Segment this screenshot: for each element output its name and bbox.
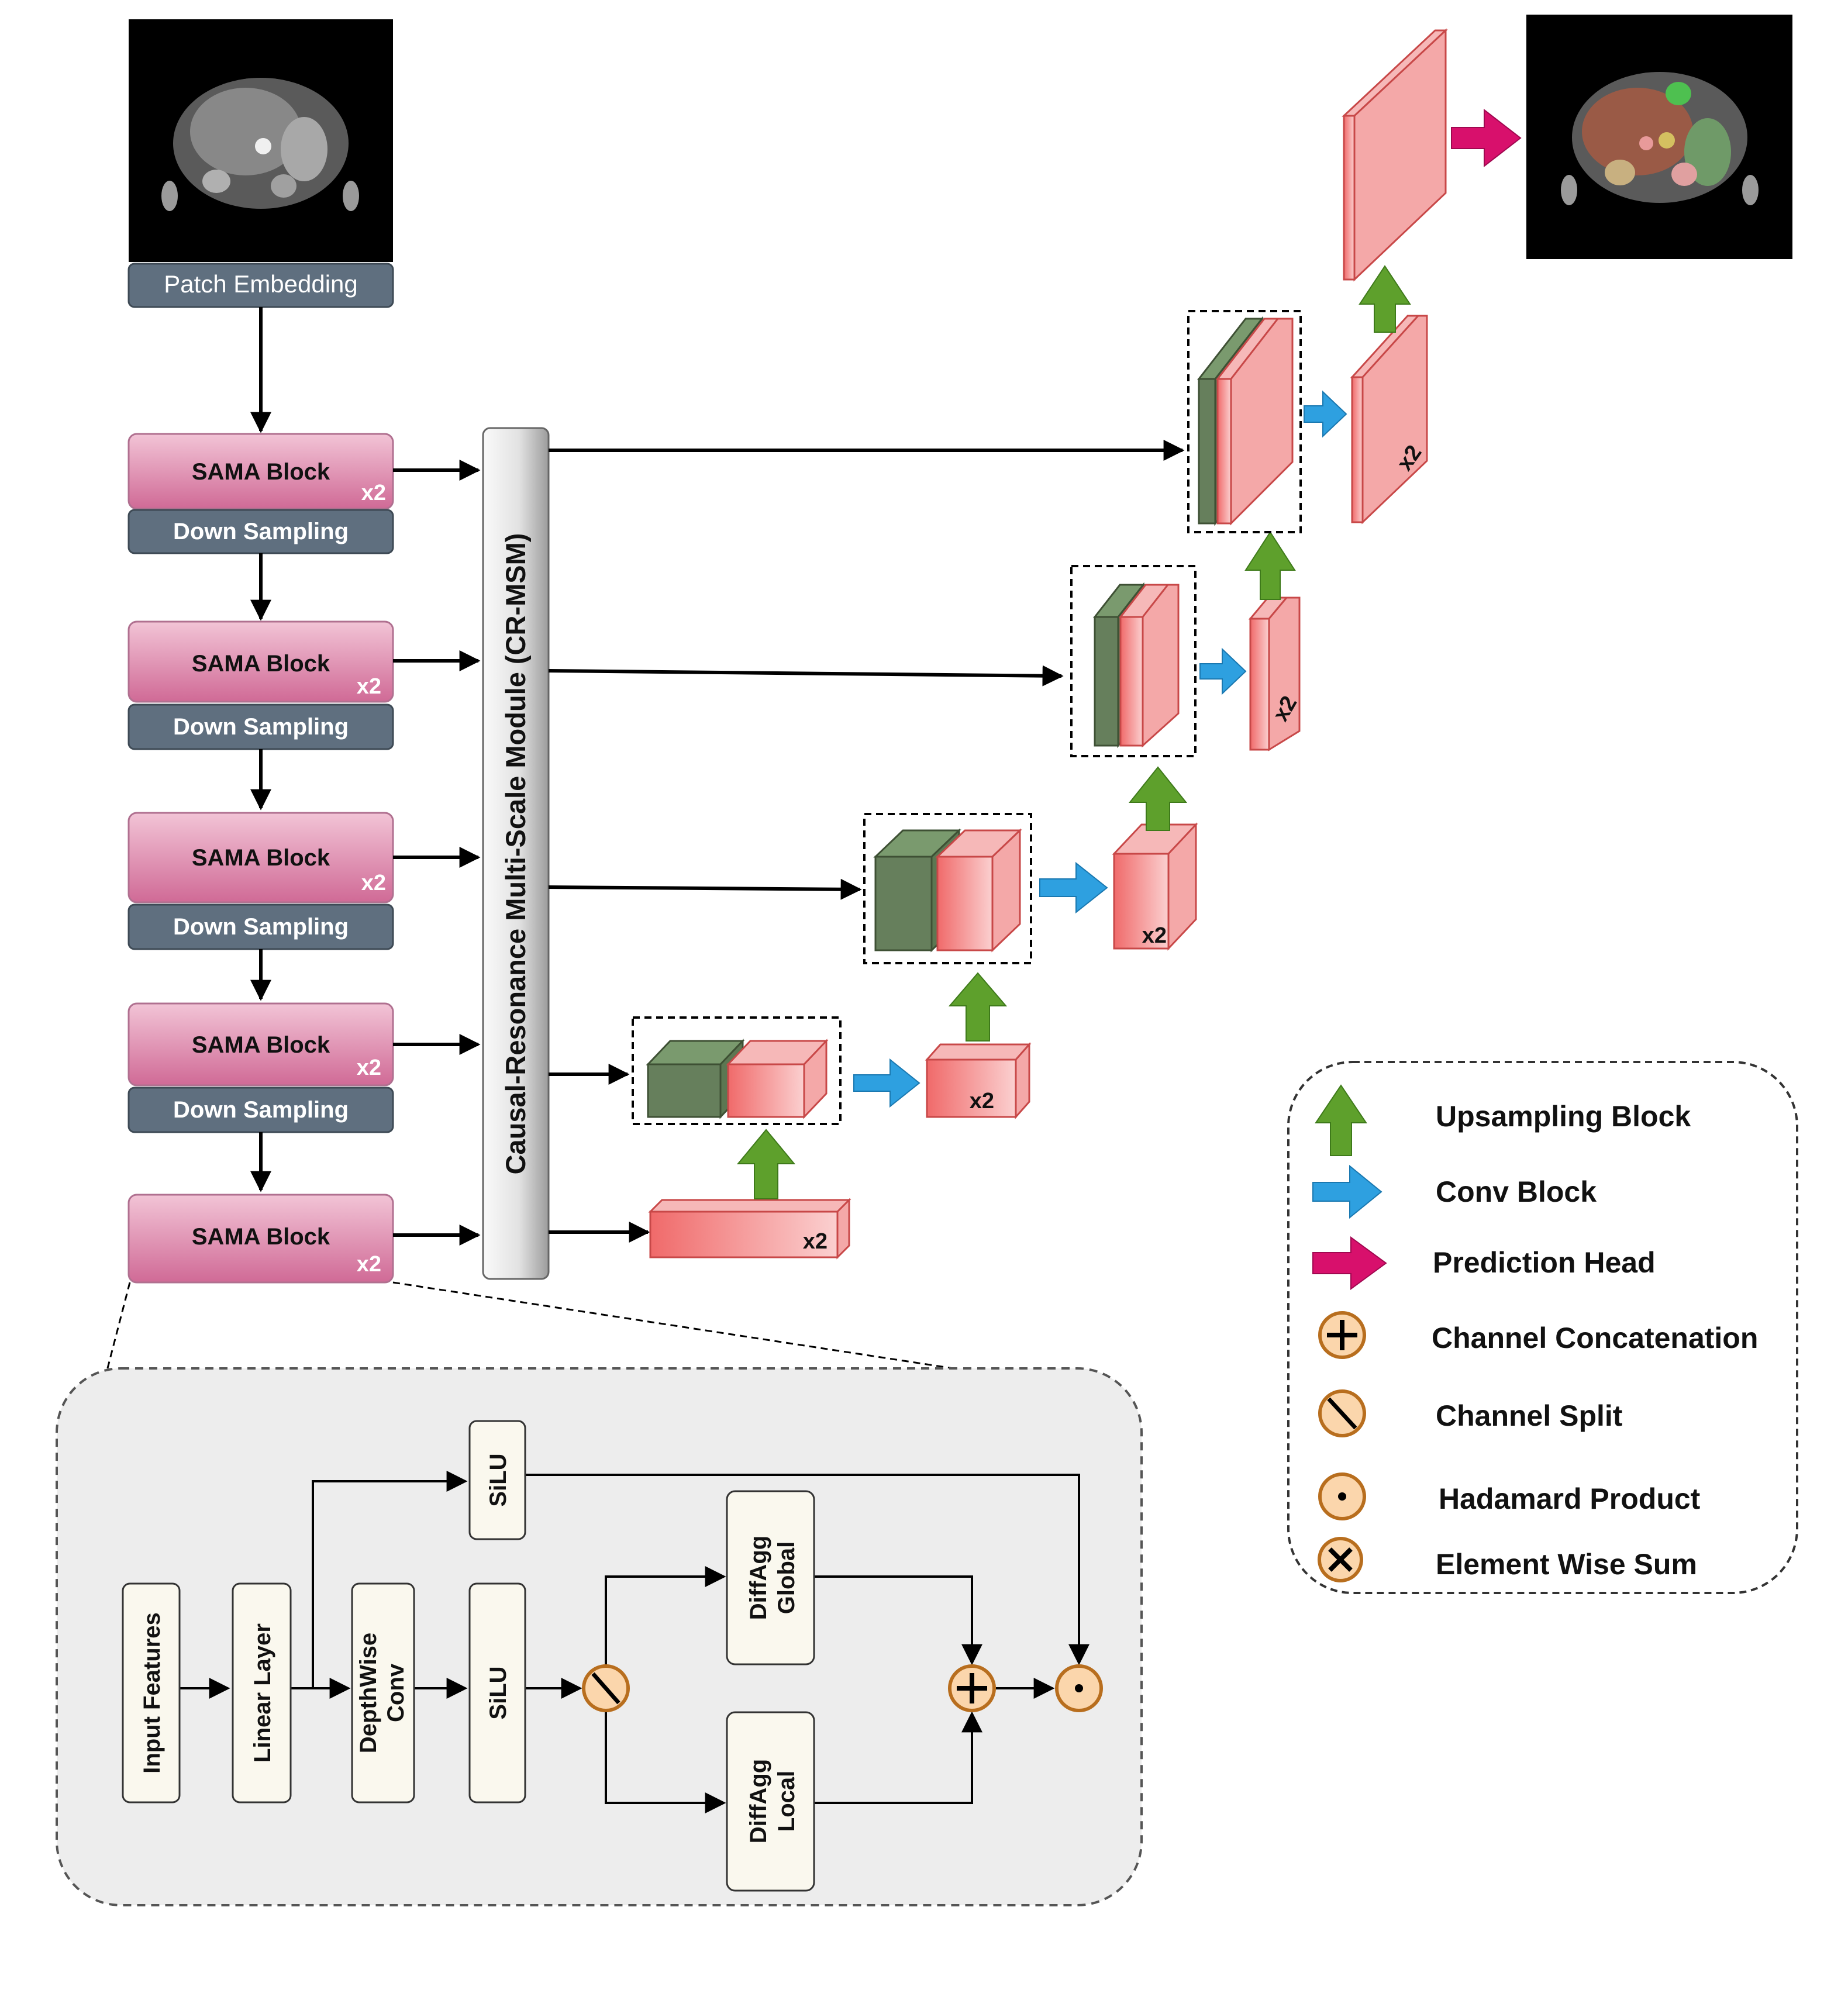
- sama-block-2-repeat: x2: [357, 674, 381, 699]
- legend-split-label: Channel Split: [1436, 1399, 1623, 1432]
- silu-box-main: SiLU: [468, 1582, 526, 1803]
- sama-block-5-label: SAMA Block: [192, 1224, 330, 1250]
- legend-conv-label: Conv Block: [1436, 1175, 1597, 1208]
- sama-block-2: SAMA Block x2: [127, 620, 394, 703]
- depthwise-conv-box: DepthWise Conv: [351, 1582, 415, 1803]
- crmsm-module: Causal-Resonance Multi-Scale Module (CR-…: [482, 427, 550, 1280]
- upsampling-arrow-3: [1128, 766, 1188, 831]
- encoder-to-crmsm-arrows: [393, 460, 481, 1246]
- output-segmentation-image: [1526, 15, 1792, 259]
- crmsm-to-decoder-arrows: [548, 440, 1185, 1243]
- decoder-conv-block-1-repeat: x2: [970, 1089, 994, 1113]
- legend: Upsampling Block Conv Block Prediction H…: [1287, 1061, 1798, 1594]
- legend-concat-icon: [1318, 1311, 1366, 1359]
- decoder-conv-block-1: x2: [925, 1042, 1032, 1119]
- silu-branch-label: SiLU: [485, 1453, 511, 1506]
- concat-stage-4: [1187, 310, 1302, 533]
- linear-layer-label: Linear Layer: [250, 1623, 275, 1763]
- concat-stage-3: [1070, 565, 1197, 757]
- sama-block-4: SAMA Block x2: [127, 1002, 394, 1087]
- down-sampling-4: Down Sampling: [127, 1087, 394, 1133]
- decoder-bottom-repeat: x2: [803, 1229, 828, 1254]
- depthwise-conv-label-line1: DepthWise: [356, 1633, 381, 1753]
- down-sampling-2: Down Sampling: [127, 703, 394, 750]
- legend-elementwise-icon: [1318, 1537, 1363, 1582]
- diffagg-global-label-line2: Global: [774, 1541, 799, 1614]
- conv-arrow-2: [1039, 861, 1108, 914]
- sama-block-1-label: SAMA Block: [192, 459, 330, 485]
- conv-arrow-4: [1304, 390, 1347, 438]
- zoom-lines: [104, 1281, 954, 1378]
- conv-arrow-3: [1199, 647, 1247, 695]
- sama-block-3: SAMA Block x2: [127, 812, 394, 903]
- upsampling-arrow-2: [948, 972, 1008, 1042]
- input-features-box: Input Features: [122, 1582, 181, 1803]
- input-features-label: Input Features: [139, 1612, 165, 1774]
- legend-concat-label: Channel Concatenation: [1432, 1322, 1758, 1354]
- concat-stage-2: [863, 813, 1032, 964]
- down-sampling-3-label: Down Sampling: [173, 914, 349, 940]
- sama-block-5: SAMA Block x2: [127, 1194, 394, 1284]
- sama-block-1-repeat: x2: [361, 481, 386, 505]
- diffagg-local-box: DiffAgg Local: [726, 1711, 815, 1892]
- sama-block-3-repeat: x2: [361, 871, 386, 895]
- diffagg-local-label-line1: DiffAgg: [746, 1759, 771, 1843]
- decoder-conv-block-4: x2: [1350, 315, 1428, 525]
- down-sampling-4-label: Down Sampling: [173, 1097, 349, 1123]
- sama-block-4-label: SAMA Block: [192, 1032, 330, 1058]
- decoder-conv-block-2-repeat: x2: [1142, 923, 1167, 948]
- upsampling-arrow-5: [1359, 265, 1411, 333]
- decoder-conv-block-2: x2: [1112, 822, 1198, 951]
- upsampling-arrow-4: [1244, 531, 1296, 600]
- legend-hadamard-icon: [1318, 1472, 1366, 1520]
- decoder-conv-block-3: x2: [1248, 596, 1302, 751]
- legend-hadamard-label: Hadamard Product: [1439, 1482, 1701, 1515]
- legend-prediction-icon: [1312, 1236, 1387, 1290]
- legend-upsampling-icon: [1315, 1084, 1367, 1156]
- input-mri-image: [129, 19, 393, 262]
- depthwise-conv-label-line2: Conv: [383, 1663, 409, 1722]
- legend-elementwise-label: Element Wise Sum: [1436, 1548, 1697, 1581]
- silu-main-label: SiLU: [485, 1666, 511, 1719]
- upsampling-arrow-1: [736, 1129, 796, 1199]
- down-sampling-1: Down Sampling: [127, 509, 394, 554]
- legend-prediction-label: Prediction Head: [1433, 1246, 1656, 1279]
- decoder-bottom-block: x2: [648, 1198, 851, 1260]
- concat-stage-1: [632, 1016, 842, 1125]
- diffagg-global-label-line1: DiffAgg: [746, 1536, 771, 1620]
- down-sampling-1-label: Down Sampling: [173, 519, 349, 544]
- diffagg-global-box: DiffAgg Global: [726, 1490, 815, 1665]
- sama-detail-panel: [56, 1367, 1143, 1906]
- legend-upsampling-label: Upsampling Block: [1436, 1100, 1691, 1133]
- detail-connections: [180, 1471, 1090, 1813]
- sama-block-3-label: SAMA Block: [192, 845, 330, 871]
- patch-embedding-block: Patch Embedding: [127, 263, 394, 308]
- conv-arrow-1: [853, 1058, 920, 1108]
- channel-split-operator: [582, 1664, 630, 1712]
- down-sampling-3: Down Sampling: [127, 903, 394, 950]
- decoder-final-block: [1342, 28, 1448, 282]
- silu-box-branch: SiLU: [468, 1420, 526, 1540]
- sama-block-1: SAMA Block x2: [127, 433, 394, 510]
- sama-block-4-repeat: x2: [357, 1056, 381, 1080]
- sama-block-5-repeat: x2: [357, 1252, 381, 1277]
- diffagg-local-label-line2: Local: [774, 1771, 799, 1832]
- legend-split-icon: [1318, 1389, 1366, 1437]
- patch-embedding-label: Patch Embedding: [164, 270, 358, 298]
- down-sampling-2-label: Down Sampling: [173, 714, 349, 740]
- hadamard-operator: [1055, 1664, 1103, 1712]
- channel-concat-operator: [948, 1664, 996, 1712]
- crmsm-label: Causal-Resonance Multi-Scale Module (CR-…: [500, 533, 531, 1175]
- linear-layer-box: Linear Layer: [232, 1582, 292, 1803]
- prediction-head-arrow: [1451, 108, 1522, 168]
- sama-block-2-label: SAMA Block: [192, 651, 330, 677]
- legend-conv-icon: [1312, 1164, 1382, 1219]
